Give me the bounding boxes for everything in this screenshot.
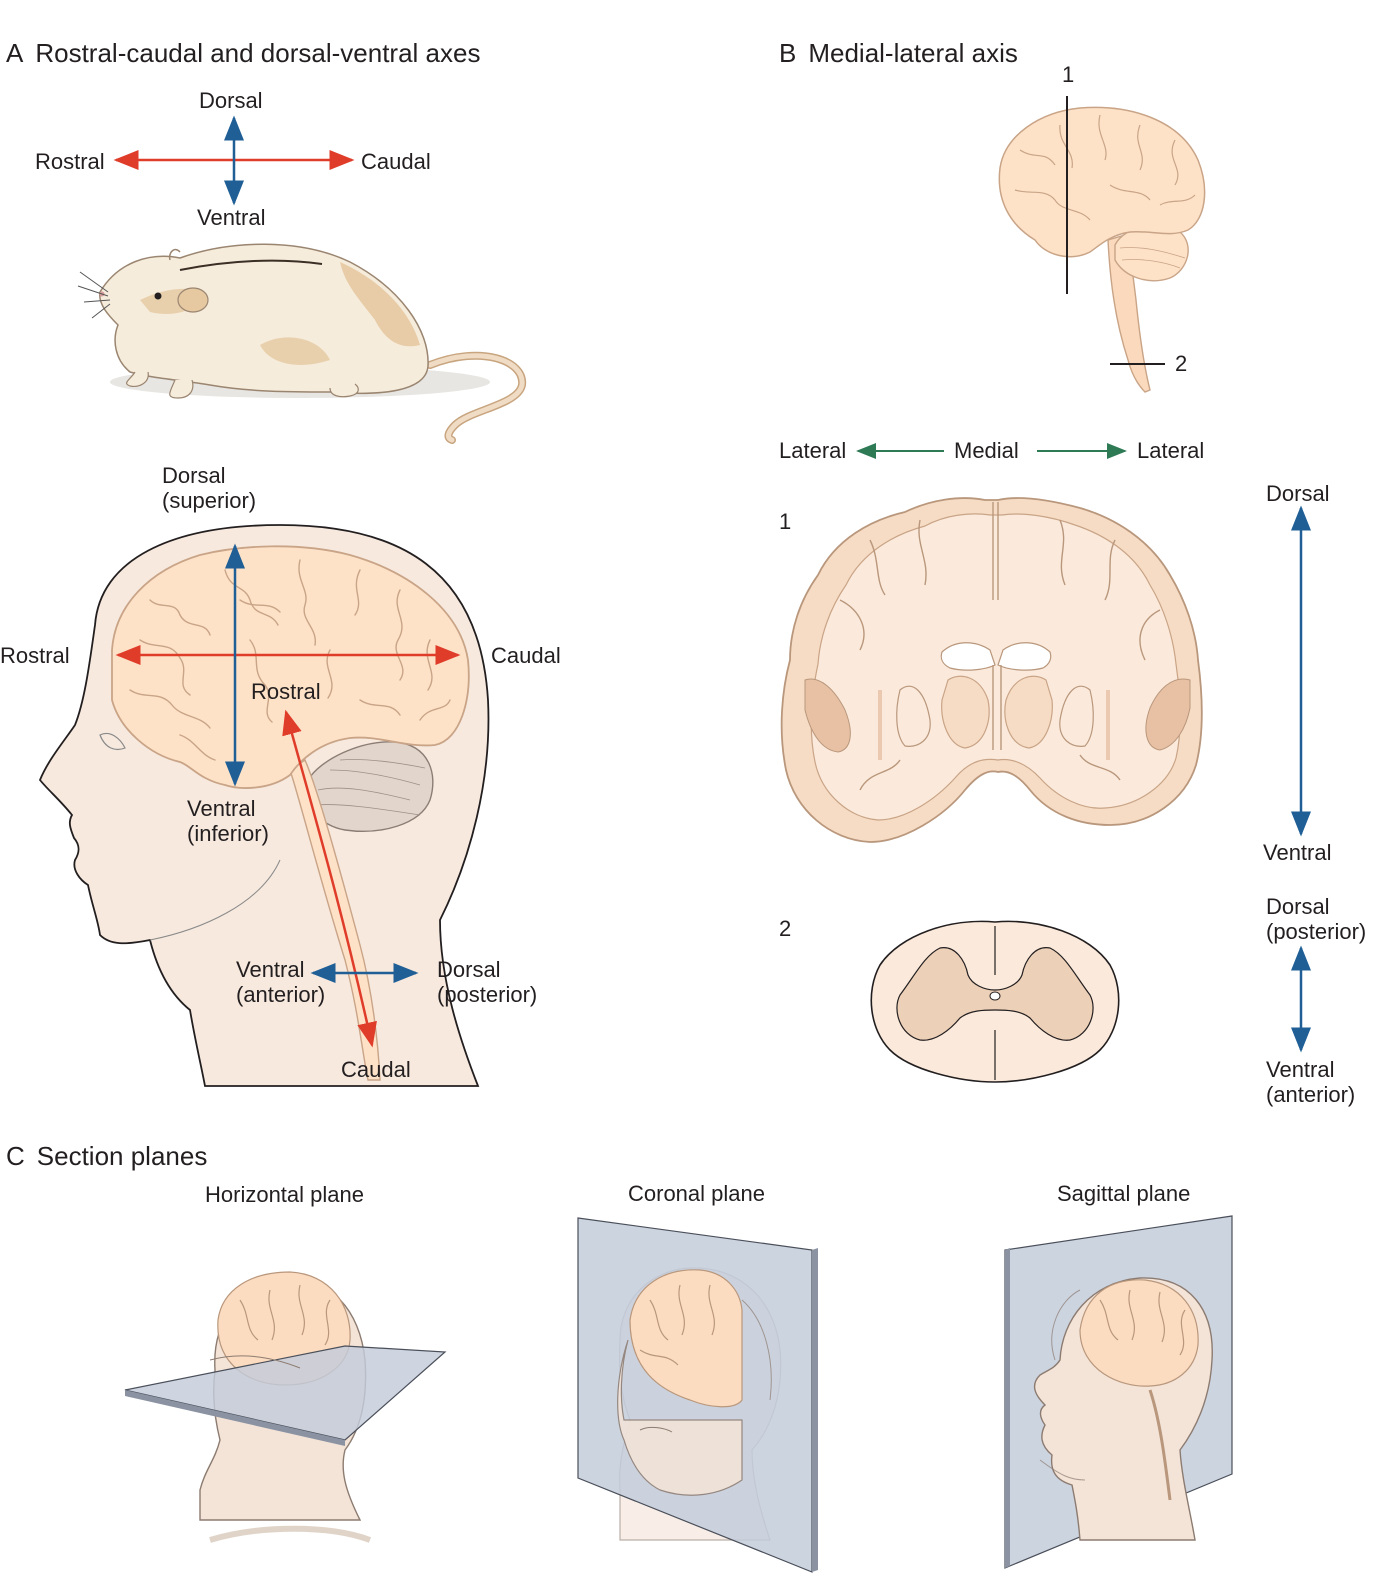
spinal-cord-section xyxy=(870,920,1120,1083)
coronal-plane-label: Coronal plane xyxy=(628,1181,765,1206)
rat-caudal-label: Caudal xyxy=(361,149,431,174)
brain-ventral-label: Ventral xyxy=(1263,840,1332,865)
horizontal-plane-label: Horizontal plane xyxy=(205,1182,364,1207)
panel-b-letter: B xyxy=(779,38,797,68)
rat-axis-cross xyxy=(113,115,355,206)
human-ventral-inferior-label: Ventral (inferior) xyxy=(187,796,269,846)
human-rostral-brainstem-label: Rostral xyxy=(251,679,321,704)
panel-a-title: A Rostral-caudal and dorsal-ventral axes xyxy=(6,38,480,69)
section-2-marker: 2 xyxy=(1175,351,1188,376)
lateral-brain-view xyxy=(998,96,1206,393)
cord-dorsal-posterior-label: Dorsal (posterior) xyxy=(1266,894,1367,944)
panel-c-letter: C xyxy=(6,1141,25,1171)
lateral-right-label: Lateral xyxy=(1137,438,1205,463)
rat-rostral-label: Rostral xyxy=(35,149,105,174)
lateral-left-label: Lateral xyxy=(779,438,847,463)
human-dorsal-superior-label: Dorsal (superior) xyxy=(162,463,257,513)
human-caudal-right-label: Caudal xyxy=(491,643,561,668)
spinal-ventral-anterior-label: Ventral (anterior) xyxy=(236,957,326,1007)
section-1-marker: 1 xyxy=(1062,62,1075,87)
brain-dorsal-label: Dorsal xyxy=(1266,481,1330,506)
human-caudal-spinal-label: Caudal xyxy=(341,1057,411,1082)
horizontal-plane-head xyxy=(124,1271,447,1543)
coronal-plane-head xyxy=(577,1217,818,1573)
coronal-brain-section xyxy=(780,497,1203,843)
panel-a-title-text: Rostral-caudal and dorsal-ventral axes xyxy=(35,38,481,68)
rat-illustration xyxy=(77,243,527,444)
human-axis-arrows xyxy=(115,543,461,1048)
cord-ventral-anterior-label: Ventral (anterior) xyxy=(1266,1057,1356,1107)
panel-c-title-text: Section planes xyxy=(36,1141,208,1171)
neuraxis-rostral-caudal-arrow xyxy=(282,709,377,1048)
medial-label: Medial xyxy=(954,438,1019,463)
sagittal-plane-head xyxy=(1004,1215,1233,1569)
section-2-label: 2 xyxy=(779,916,792,941)
rat-dorsal-label: Dorsal xyxy=(199,88,263,113)
panel-c-title: C Section planes xyxy=(6,1141,207,1172)
panel-b-title: B Medial-lateral axis xyxy=(779,38,1018,69)
human-rostral-left-label: Rostral xyxy=(0,643,70,668)
panel-a-letter: A xyxy=(6,38,24,68)
rat-ventral-label: Ventral xyxy=(197,205,266,230)
section-1-label: 1 xyxy=(779,509,792,534)
panel-b-title-text: Medial-lateral axis xyxy=(808,38,1018,68)
sagittal-plane-label: Sagittal plane xyxy=(1057,1181,1191,1206)
horizontal-plane-sheet xyxy=(124,1345,447,1441)
spinal-dorsal-posterior-label: Dorsal (posterior) xyxy=(437,957,538,1007)
